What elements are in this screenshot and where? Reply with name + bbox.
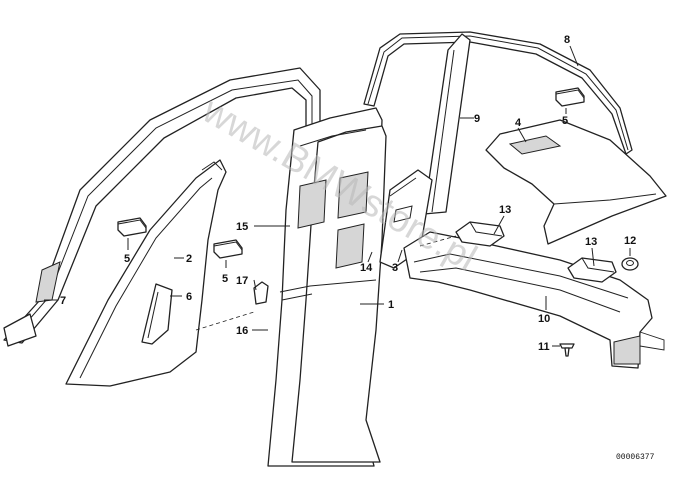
callout-9: 9	[474, 113, 480, 125]
part-clip-middle	[213, 239, 243, 259]
callout-3: 3	[392, 262, 398, 274]
callout-8: 8	[564, 34, 570, 46]
part-quarter-trim	[485, 119, 667, 245]
callout-2: 2	[186, 253, 192, 265]
callout-1: 1	[388, 299, 394, 311]
callout-6: 6	[186, 291, 192, 303]
part-small-bracket	[253, 281, 269, 305]
part-a-pillar-trim	[65, 159, 227, 387]
callout-16: 16	[236, 325, 248, 337]
callouts: 8 9 4 5 13 13 12 10 11 1 3 14 15 16 17 5…	[60, 34, 636, 353]
reference-code: 00006377	[616, 453, 655, 462]
callout-7: 7	[60, 295, 66, 307]
part-push-nut	[621, 257, 639, 271]
callout-14: 14	[360, 262, 373, 274]
callout-10: 10	[538, 313, 550, 325]
part-sill-rail	[403, 231, 665, 369]
callout-17: 17	[236, 275, 248, 287]
part-vertical-rail	[423, 33, 471, 215]
callout-13-right: 13	[585, 236, 597, 248]
callout-12: 12	[624, 235, 636, 247]
part-clip-left	[117, 217, 147, 237]
part-sill-clip-left	[455, 221, 505, 247]
callout-5-right: 5	[562, 115, 568, 127]
callout-15: 15	[236, 221, 248, 233]
part-screw	[559, 343, 575, 357]
part-triangle-trim	[141, 283, 173, 345]
callout-5-left: 5	[124, 253, 130, 265]
part-sill-clip-right	[567, 257, 617, 283]
callout-11: 11	[538, 341, 550, 353]
callout-4: 4	[515, 117, 522, 129]
part-clip-right	[555, 87, 585, 107]
callout-13-left: 13	[499, 204, 511, 216]
part-b-pillar-trim	[267, 107, 387, 467]
leader-lines	[44, 45, 631, 347]
callout-5-middle: 5	[222, 273, 228, 285]
